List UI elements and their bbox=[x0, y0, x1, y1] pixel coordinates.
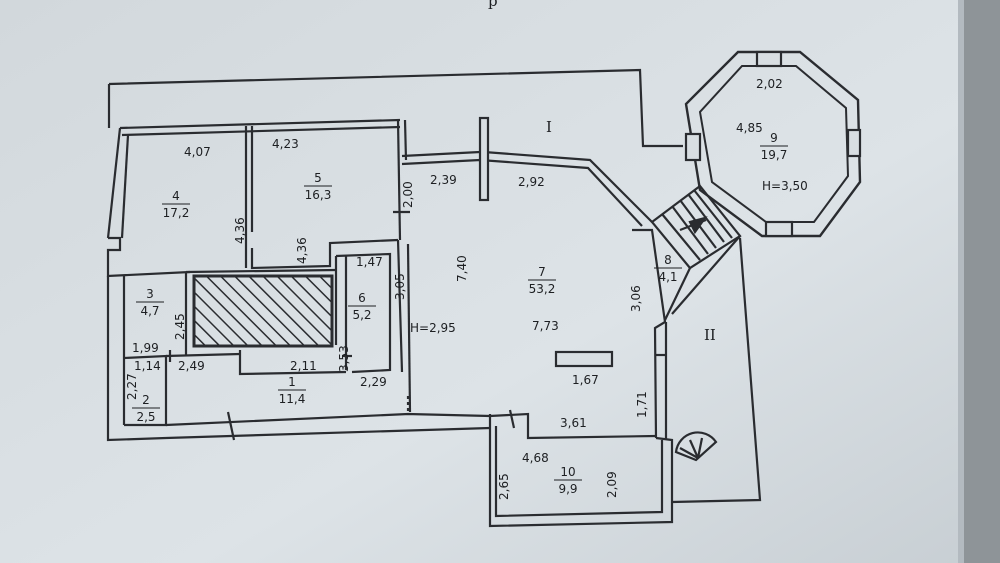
dim-1-47: 1,47 bbox=[356, 255, 383, 269]
canopy-outline bbox=[108, 68, 683, 148]
paper-sheet bbox=[0, 0, 968, 563]
dim-7-73: 7,73 bbox=[532, 319, 559, 333]
dim-3-53: 3,53 bbox=[337, 345, 351, 372]
room-1-label: 111,4 bbox=[278, 375, 306, 406]
room-10-number: 10 bbox=[560, 465, 575, 479]
header-fragment: р bbox=[488, 0, 498, 10]
dim-2-27: 2,27 bbox=[125, 373, 139, 400]
dim-3-05: 3,05 bbox=[393, 273, 407, 300]
room-2-label: 22,5 bbox=[132, 393, 160, 424]
dim-2-00: 2,00 bbox=[401, 181, 415, 208]
room-8-label: 84,1 bbox=[654, 253, 682, 284]
kitchen-counter bbox=[554, 350, 614, 368]
dim-4-85: 4,85 bbox=[736, 121, 763, 135]
dim-1-71: 1,71 bbox=[635, 391, 649, 418]
sheet-edge bbox=[960, 0, 1000, 563]
dim-1-99: 1,99 bbox=[132, 341, 159, 355]
room-10-area: 9,9 bbox=[558, 482, 577, 496]
zone-label-1: I bbox=[546, 118, 552, 136]
room-9-number: 9 bbox=[770, 131, 778, 145]
dim-7-40: 7,40 bbox=[455, 255, 469, 282]
height-tower: H=3,50 bbox=[762, 179, 808, 193]
dim-4-68: 4,68 bbox=[522, 451, 549, 465]
room-5-number: 5 bbox=[314, 171, 322, 185]
room-4-number: 4 bbox=[172, 189, 180, 203]
room-2-area: 2,5 bbox=[136, 410, 155, 424]
room-6-number: 6 bbox=[358, 291, 366, 305]
dim-1-67: 1,67 bbox=[572, 373, 599, 387]
height-main-hall: H=2,95 bbox=[410, 321, 456, 335]
room-5-label: 516,3 bbox=[304, 171, 332, 202]
dim-2-92: 2,92 bbox=[518, 175, 545, 189]
room-10-label: 109,9 bbox=[554, 465, 582, 496]
dim-4-36-a: 4,36 bbox=[233, 217, 247, 244]
room-7-area: 53,2 bbox=[529, 282, 556, 296]
dim-4-36-b: 4,36 bbox=[295, 237, 309, 264]
dim-2-49: 2,49 bbox=[178, 359, 205, 373]
room-4-area: 17,2 bbox=[163, 206, 190, 220]
dim-4-07: 4,07 bbox=[184, 145, 211, 159]
dim-2-09: 2,09 bbox=[605, 471, 619, 498]
room-8-area: 4,1 bbox=[658, 270, 677, 284]
room-7-number: 7 bbox=[538, 265, 546, 279]
room-3-number: 3 bbox=[146, 287, 154, 301]
zone-label-2: II bbox=[704, 326, 716, 344]
wall-lines bbox=[106, 50, 862, 528]
dim-2-45: 2,45 bbox=[173, 313, 187, 340]
room-labels: 111,422,534,7417,2516,365,2753,284,1919,… bbox=[132, 131, 788, 496]
dim-3-61: 3,61 bbox=[560, 416, 587, 430]
room-3-label: 34,7 bbox=[136, 287, 164, 318]
room-2-number: 2 bbox=[142, 393, 150, 407]
dim-2-65: 2,65 bbox=[497, 473, 511, 500]
stair-shaft-block bbox=[192, 274, 334, 348]
dim-3-06: 3,06 bbox=[629, 285, 643, 312]
room-5-area: 16,3 bbox=[305, 188, 332, 202]
room-6-area: 5,2 bbox=[352, 308, 371, 322]
dim-2-39: 2,39 bbox=[430, 173, 457, 187]
dim-2-11: 2,11 bbox=[290, 359, 317, 373]
dim-2-02: 2,02 bbox=[756, 77, 783, 91]
room-9-area: 19,7 bbox=[761, 148, 788, 162]
dim-4-23: 4,23 bbox=[272, 137, 299, 151]
room-1-area: 11,4 bbox=[279, 392, 306, 406]
room-8-number: 8 bbox=[664, 253, 672, 267]
room-9-label: 919,7 bbox=[760, 131, 788, 162]
room-6-label: 65,2 bbox=[348, 291, 376, 322]
room-3-area: 4,7 bbox=[140, 304, 159, 318]
sheet-fold bbox=[958, 0, 964, 563]
room-4-label: 417,2 bbox=[162, 189, 190, 220]
room-7-label: 753,2 bbox=[528, 265, 556, 296]
room-1-number: 1 bbox=[288, 375, 296, 389]
dim-1-14: 1,14 bbox=[134, 359, 161, 373]
dim-2-29: 2,29 bbox=[360, 375, 387, 389]
